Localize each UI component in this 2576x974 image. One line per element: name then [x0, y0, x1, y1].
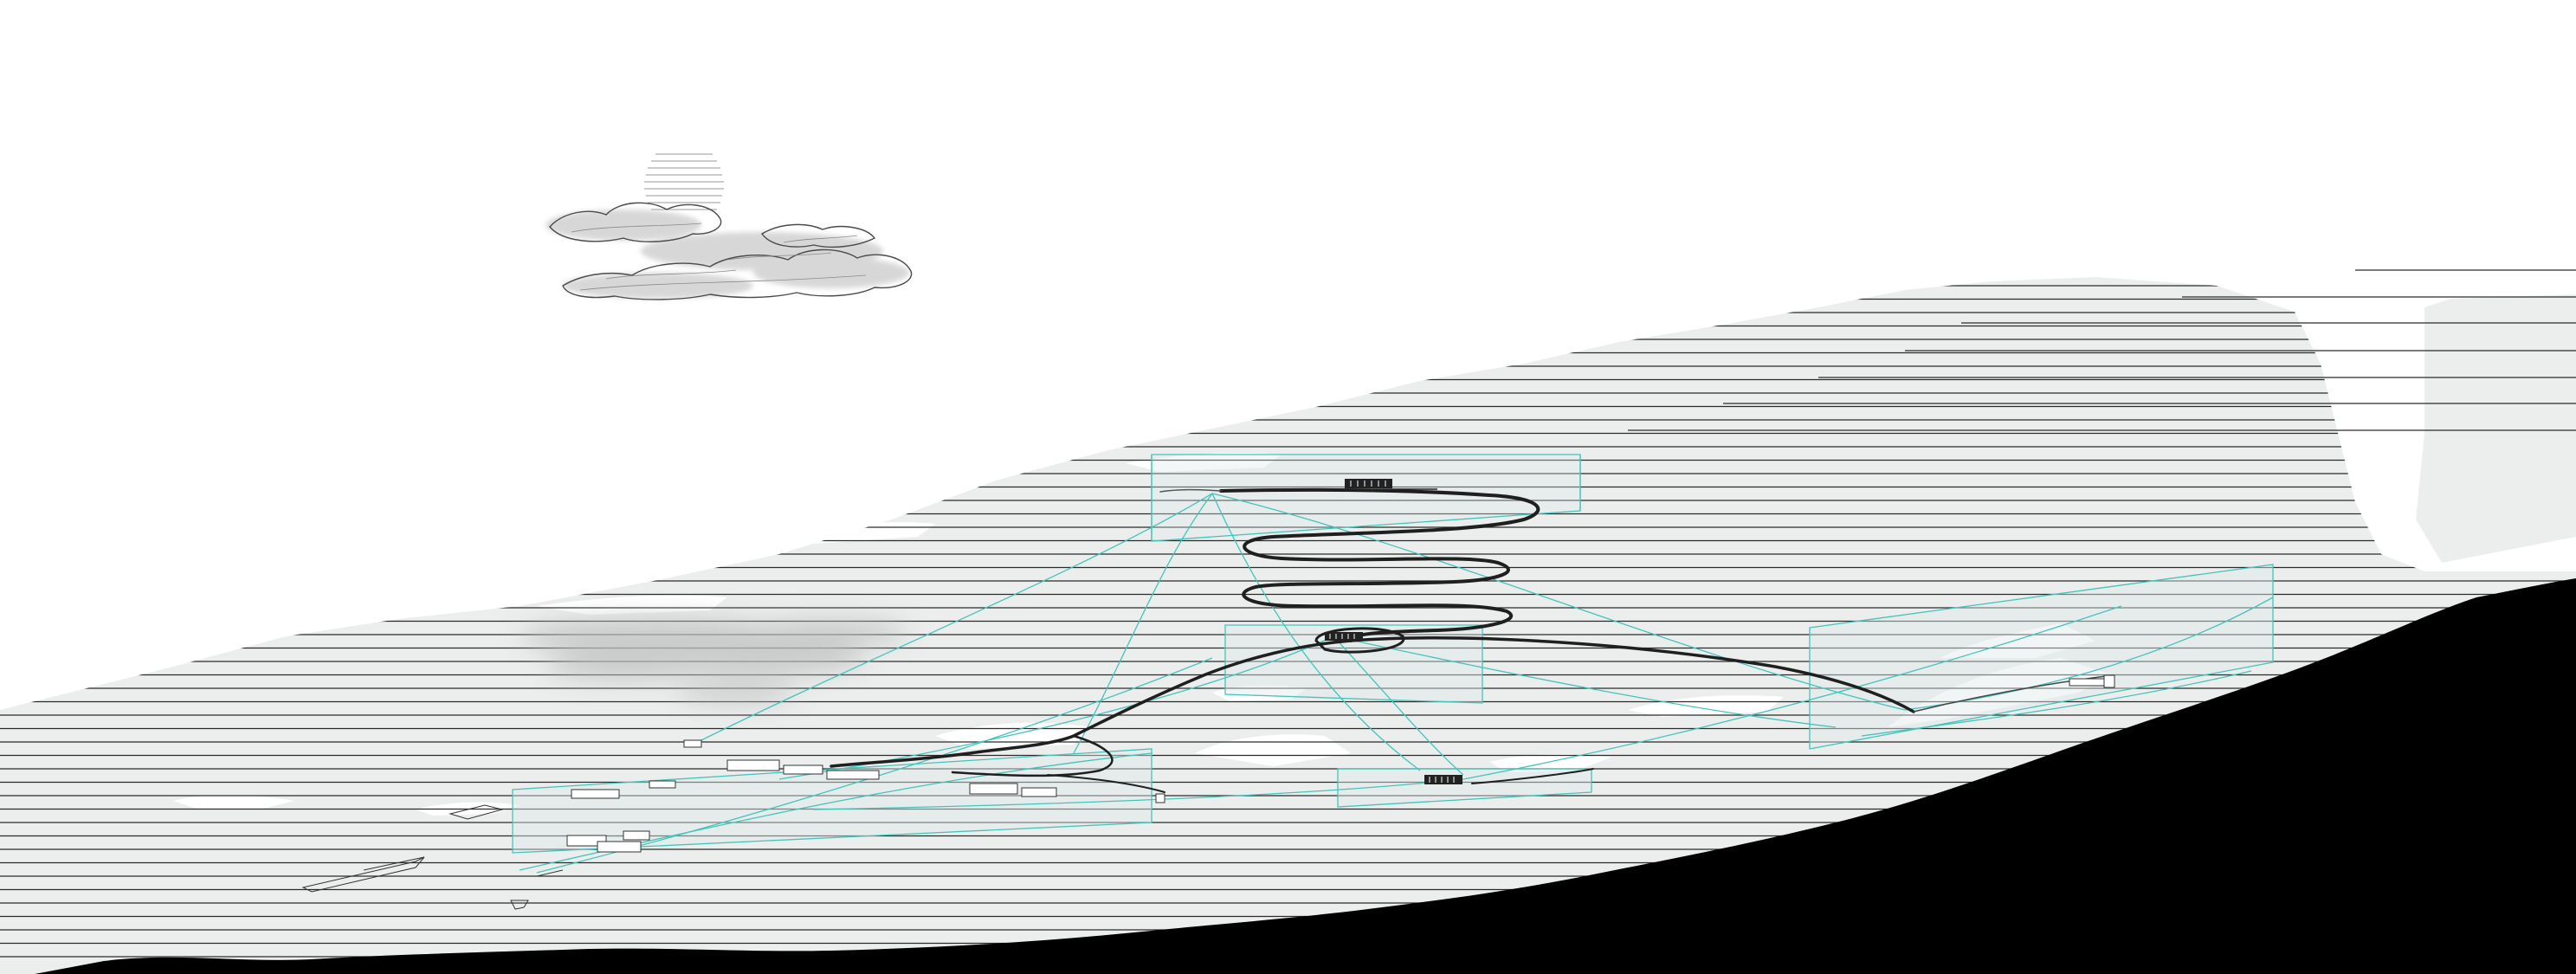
lower-station [1424, 775, 1462, 784]
serpentine-road [830, 487, 2114, 793]
ridge-contour-lines [1628, 269, 2576, 431]
sun-disc [644, 153, 724, 210]
ground-section [35, 578, 2576, 974]
mid-station-frame [1224, 624, 1483, 704]
cloud-sketch [546, 153, 913, 300]
fog-band [520, 617, 909, 703]
summit-station [1273, 479, 1437, 490]
right-frame [1809, 564, 2274, 750]
ridge-wash [2416, 294, 2576, 563]
base-village [301, 674, 2115, 910]
mid-station [1325, 632, 1363, 641]
